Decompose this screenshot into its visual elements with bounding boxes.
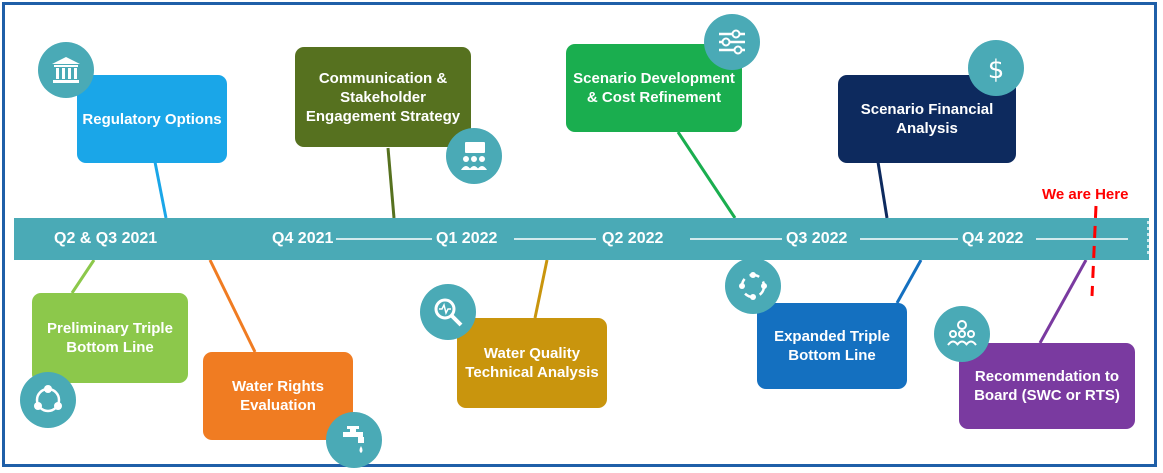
milestone-recommendation-to-board: Recommendation to Board (SWC or RTS)	[959, 343, 1135, 429]
diagram-frame	[2, 2, 1157, 467]
quarter-label-q3-2022: Q3 2022	[786, 230, 848, 247]
milestone-water-quality-analysis: Water Quality Technical Analysis	[457, 318, 607, 408]
connector-scenario-dev	[676, 131, 737, 219]
milestone-preliminary-tbl: Preliminary Triple Bottom Line	[32, 293, 188, 383]
connector-recommendation	[1038, 259, 1088, 344]
magnifier-icon	[420, 284, 476, 340]
quarter-label-q2-2022: Q2 2022	[602, 230, 664, 247]
milestone-label: Scenario Development & Cost Refinement	[573, 70, 735, 106]
milestone-regulatory-options: Regulatory Options	[77, 75, 227, 163]
quarter-label-q1-2022: Q1 2022	[436, 230, 498, 247]
connector-water-quality	[533, 259, 549, 319]
milestone-label: Water Quality Technical Analysis	[465, 345, 599, 381]
connector-communication	[386, 147, 396, 219]
milestone-communication-strategy: Communication & Stakeholder Engagement S…	[295, 47, 471, 147]
sliders-icon	[704, 14, 760, 70]
milestone-label: Preliminary Triple Bottom Line	[47, 320, 173, 356]
milestone-label: Water Rights Evaluation	[232, 378, 324, 414]
connector-expanded	[895, 259, 923, 304]
bank-icon	[38, 42, 94, 98]
quarter-label-q4-2021: Q4 2021	[272, 230, 334, 247]
svg-text:$: $	[988, 55, 1005, 85]
we-are-here-label: We are Here	[1042, 186, 1129, 203]
dollar-icon: $	[968, 40, 1024, 96]
meeting-icon	[446, 128, 502, 184]
refresh-icon	[725, 258, 781, 314]
connector-financial	[876, 161, 889, 219]
connector-regulatory	[153, 161, 168, 219]
cycle-icon	[20, 372, 76, 428]
milestone-label: Scenario Financial Analysis	[860, 101, 994, 137]
milestone-label: Regulatory Options	[82, 110, 222, 128]
connector-water-rights	[208, 259, 257, 353]
faucet-icon	[326, 412, 382, 468]
milestone-label: Expanded Triple Bottom Line	[774, 328, 890, 364]
quarter-label-q2-q3-2021: Q2 & Q3 2021	[54, 230, 158, 247]
milestone-label: Communication & Stakeholder Engagement S…	[305, 69, 461, 125]
quarter-label-q4-2022: Q4 2022	[962, 230, 1024, 247]
milestone-water-rights-evaluation: Water Rights Evaluation	[203, 352, 353, 440]
milestone-label: Recommendation to Board (SWC or RTS)	[974, 368, 1120, 404]
connector-preliminary	[70, 259, 96, 294]
group-icon	[934, 306, 990, 362]
milestone-expanded-tbl: Expanded Triple Bottom Line	[757, 303, 907, 389]
